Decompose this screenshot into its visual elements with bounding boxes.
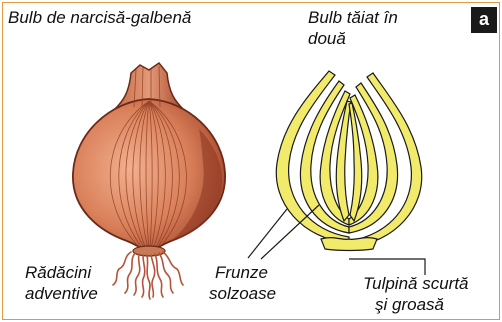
bulb-body	[73, 99, 225, 253]
figure-frame: a Bulb de narcisă-galbenă Bulb tăiat în …	[2, 2, 500, 320]
panel-badge: a	[471, 7, 497, 33]
label-leaves-line2: solzoase	[209, 285, 276, 304]
adventitious-roots	[113, 252, 183, 299]
title-whole-bulb: Bulb de narcisă-galbenă	[8, 9, 191, 28]
label-leaves-line1: Frunze	[215, 264, 268, 283]
title-cut-bulb-line2: două	[308, 30, 346, 49]
label-stem-line1: Tulpină scurtă	[363, 275, 469, 294]
short-stem	[321, 238, 377, 251]
title-cut-bulb-line1: Bulb tăiat în	[308, 9, 398, 28]
label-stem-line2: şi groasă	[375, 296, 444, 315]
whole-bulb	[73, 63, 225, 299]
cut-bulb	[276, 71, 421, 251]
label-roots-line1: Rădăcini	[25, 264, 91, 283]
label-roots-line2: adventive	[25, 285, 98, 304]
